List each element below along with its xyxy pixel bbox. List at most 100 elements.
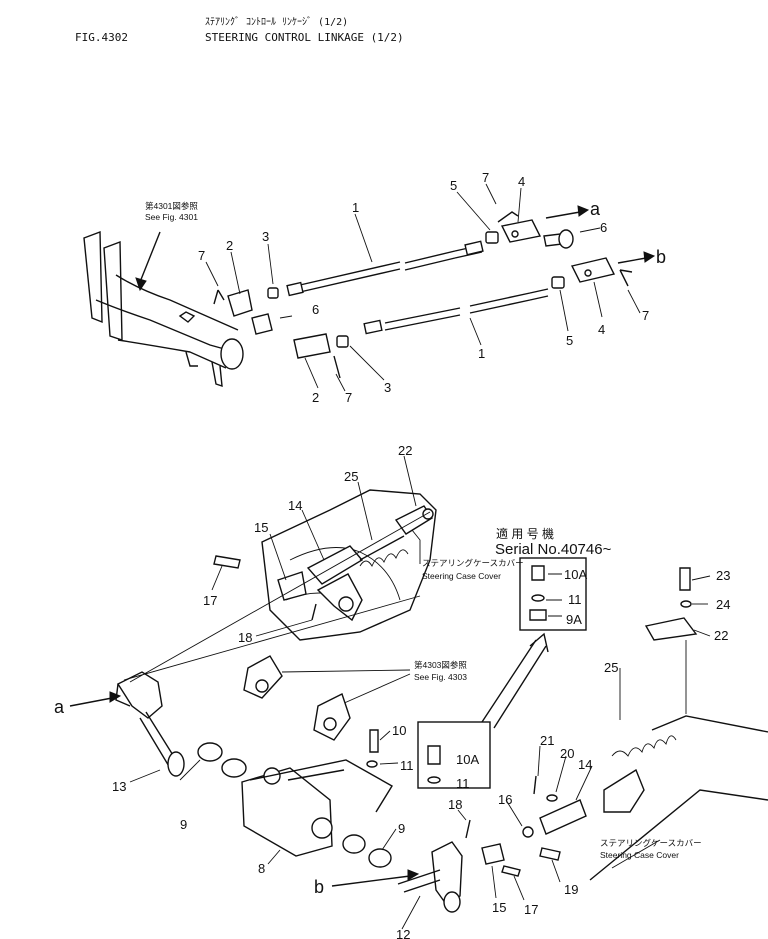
callout-13: 13 — [112, 779, 126, 794]
arrow-head-serial — [529, 632, 549, 653]
arrow-a-upper-head — [577, 205, 590, 217]
leader-see-4303 — [281, 669, 411, 705]
lever-assembly-14 — [306, 505, 434, 622]
callout-9a-serial: 9A — [566, 612, 582, 627]
clevis-15-lower — [481, 843, 505, 865]
bolt-19 — [539, 847, 561, 861]
bolt-10a-lower — [427, 745, 441, 765]
bolt-10 — [369, 729, 379, 753]
arrow-a-lower-head — [109, 691, 122, 703]
lever-12 — [397, 841, 463, 913]
note-case-cover-jp-right: ステアリングケースカバー — [600, 838, 702, 848]
serial-box-lower — [417, 721, 491, 789]
callout-5-lower: 5 — [566, 333, 573, 348]
callout-25-left: 25 — [344, 469, 358, 484]
callout-25-right: 25 — [604, 660, 618, 675]
rod-upper — [286, 240, 484, 297]
callout-11-lower: 11 — [456, 776, 470, 791]
clevis-15 — [277, 571, 307, 601]
washer-11 — [366, 760, 378, 768]
bushing-9-b — [221, 758, 247, 778]
callout-10a-serial: 10A — [564, 567, 587, 582]
callout-15-left: 15 — [254, 520, 268, 535]
arrow-b-upper-shaft — [617, 257, 647, 264]
lower-leaders — [129, 455, 711, 930]
figure-number: FIG.4302 — [75, 31, 128, 44]
callout-6-upper: 6 — [600, 220, 607, 235]
bolt-17 — [213, 555, 241, 569]
callout-4-upper: 4 — [518, 174, 525, 189]
callout-18-right: 18 — [448, 797, 462, 812]
callout-11-serial: 11 — [568, 592, 582, 607]
note-case-cover-en-right: Steering Case Cover — [600, 850, 679, 860]
serial-box-upper-parts — [529, 565, 562, 621]
arrow-b-upper-head — [643, 251, 656, 263]
bracket-8 — [241, 759, 393, 857]
title-english: STEERING CONTROL LINKAGE (1/2) — [205, 31, 404, 44]
note-see-4303-en: See Fig. 4303 — [414, 672, 467, 682]
callout-2-lower: 2 — [312, 390, 319, 405]
arrow-label-b-upper: b — [656, 247, 666, 267]
spring-25 — [611, 735, 677, 757]
upper-part-numbers: 1 1 2 2 3 3 4 4 5 5 6 6 7 7 7 7 — [198, 170, 649, 405]
callout-21: 21 — [540, 733, 554, 748]
bushing-9-a — [197, 742, 223, 762]
callout-14-left: 14 — [288, 498, 302, 513]
callout-19: 19 — [564, 882, 578, 897]
note-case-cover-jp-left: ステアリングケースカバー — [422, 558, 524, 568]
callout-6-lower: 6 — [312, 302, 319, 317]
leader-see-4301 — [139, 231, 161, 283]
lower-part-numbers: 22 25 14 15 17 18 10 11 13 9 8 9 12 18 1… — [112, 443, 730, 939]
washer-24 — [680, 600, 692, 608]
callout-22-right: 22 — [714, 628, 728, 643]
bushing-9-c — [342, 834, 366, 854]
nut-16 — [522, 826, 534, 838]
arrow-b-lower-head — [407, 869, 420, 881]
pin-18 — [311, 603, 317, 621]
note-see-4301-en: See Fig. 4301 — [145, 212, 198, 222]
clevis-14-right — [539, 799, 587, 835]
callout-17-left: 17 — [203, 593, 217, 608]
arrow-to-serial-box — [481, 639, 547, 729]
callout-4-lower: 4 — [598, 322, 605, 337]
callout-9-right: 9 — [398, 821, 405, 836]
note-see-4301-jp: 第4301図参照 — [145, 201, 198, 211]
callout-3-upper: 3 — [262, 229, 269, 244]
arrow-see-4301 — [135, 277, 147, 292]
arm-parts-4303 — [243, 655, 351, 741]
pin-18-lower — [465, 819, 471, 839]
callout-18-left: 18 — [238, 630, 252, 645]
callout-17-right: 17 — [524, 902, 538, 917]
callout-16: 16 — [498, 792, 512, 807]
serial-title-jp: 適 用 号 機 — [496, 526, 554, 541]
leader-case-cover-left — [411, 529, 421, 564]
washer-11-lower — [427, 776, 441, 784]
callout-5-upper: 5 — [450, 178, 457, 193]
bolt-17-lower — [501, 865, 521, 877]
steering-lever-bracket — [83, 230, 244, 388]
upper-leaders — [205, 183, 641, 392]
note-case-cover-en-left: Steering Case Cover — [422, 571, 501, 581]
callout-7-b: 7 — [198, 248, 205, 263]
callout-8: 8 — [258, 861, 265, 876]
callout-3-lower: 3 — [384, 380, 391, 395]
callout-11: 11 — [400, 758, 414, 773]
callout-9-left: 9 — [180, 817, 187, 832]
callout-22-left: 22 — [398, 443, 412, 458]
lever-13 — [115, 671, 185, 777]
pin-21 — [533, 775, 537, 795]
callout-23: 23 — [716, 568, 730, 583]
callout-24: 24 — [716, 597, 730, 612]
arrow-a-upper-shaft — [545, 211, 581, 219]
washer-20 — [546, 794, 558, 802]
callout-1-upper: 1 — [352, 200, 359, 215]
callout-10a-lower: 10A — [456, 752, 479, 767]
rod-lower — [363, 288, 549, 335]
arrow-a-lower-shaft — [69, 697, 113, 707]
callout-1-lower: 1 — [478, 346, 485, 361]
callout-10: 10 — [392, 723, 406, 738]
bolt-23 — [679, 567, 691, 591]
steering-case-cover-right — [589, 715, 768, 881]
callout-7-d: 7 — [642, 308, 649, 323]
